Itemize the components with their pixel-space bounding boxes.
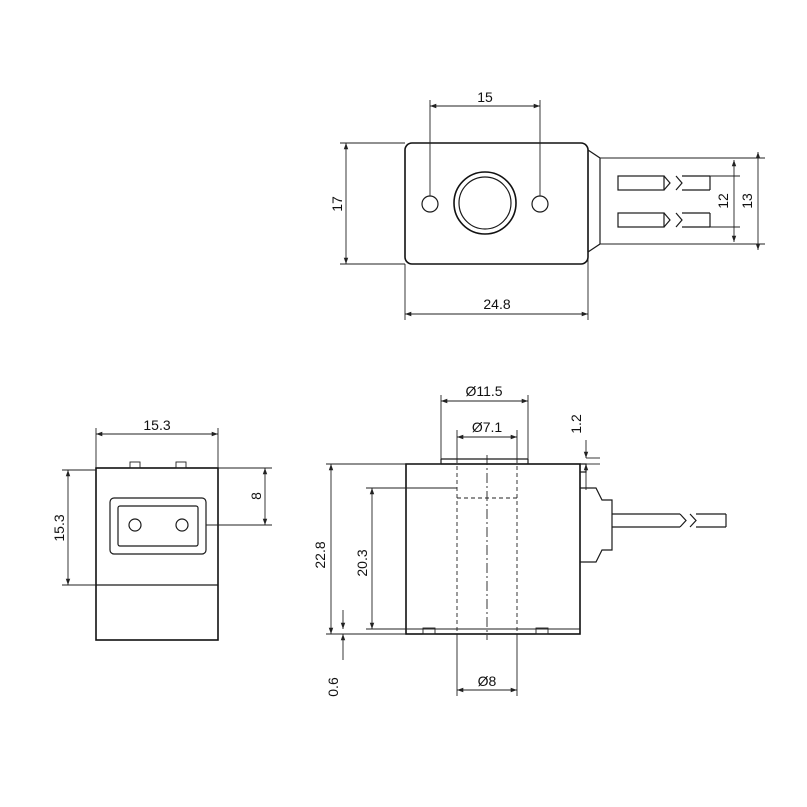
mounting-hole-right (531, 195, 549, 213)
dim-top-width: 24.8 (483, 296, 510, 312)
dim-end-width: 15.3 (143, 417, 170, 433)
side-view: Ø11.5 Ø7.1 1.2 22.8 20.3 0.6 Ø8 (312, 383, 727, 697)
dim-pin-spacing: 12 (715, 193, 731, 209)
top-view-body (404, 142, 589, 265)
side-view-cable (612, 513, 727, 528)
connector-window-outer (109, 497, 207, 555)
dim-window-height: 8 (248, 492, 264, 500)
connector-window-inner (117, 505, 199, 547)
center-bore-outer (453, 171, 517, 235)
top-view: 15 17 24.8 12 13 (329, 89, 765, 320)
dim-bore-diameter: Ø8 (478, 673, 497, 689)
top-view-pins (600, 157, 745, 245)
dim-total-height: 22.8 (312, 541, 328, 568)
dim-body-height: 20.3 (354, 549, 370, 576)
dim-outer-diameter: Ø11.5 (465, 383, 502, 399)
side-view-connector (580, 487, 613, 563)
dim-bottom-step: 0.6 (325, 677, 341, 697)
dim-pin-overall: 13 (739, 193, 755, 209)
dim-hole-spacing: 15 (477, 89, 493, 105)
contact-hole-right (175, 518, 189, 532)
mounting-hole-left (421, 195, 439, 213)
dim-top-step: 1.2 (568, 414, 584, 434)
side-view-body (405, 463, 581, 635)
dim-end-height: 15.3 (51, 514, 67, 541)
dim-top-height: 17 (329, 196, 345, 212)
center-bore-inner (458, 176, 512, 230)
end-view: 15.3 15.3 8 (51, 417, 272, 641)
top-view-connector (587, 149, 601, 253)
contact-hole-left (128, 518, 142, 532)
dim-inner-diameter: Ø7.1 (472, 419, 503, 435)
end-view-body (95, 467, 219, 641)
